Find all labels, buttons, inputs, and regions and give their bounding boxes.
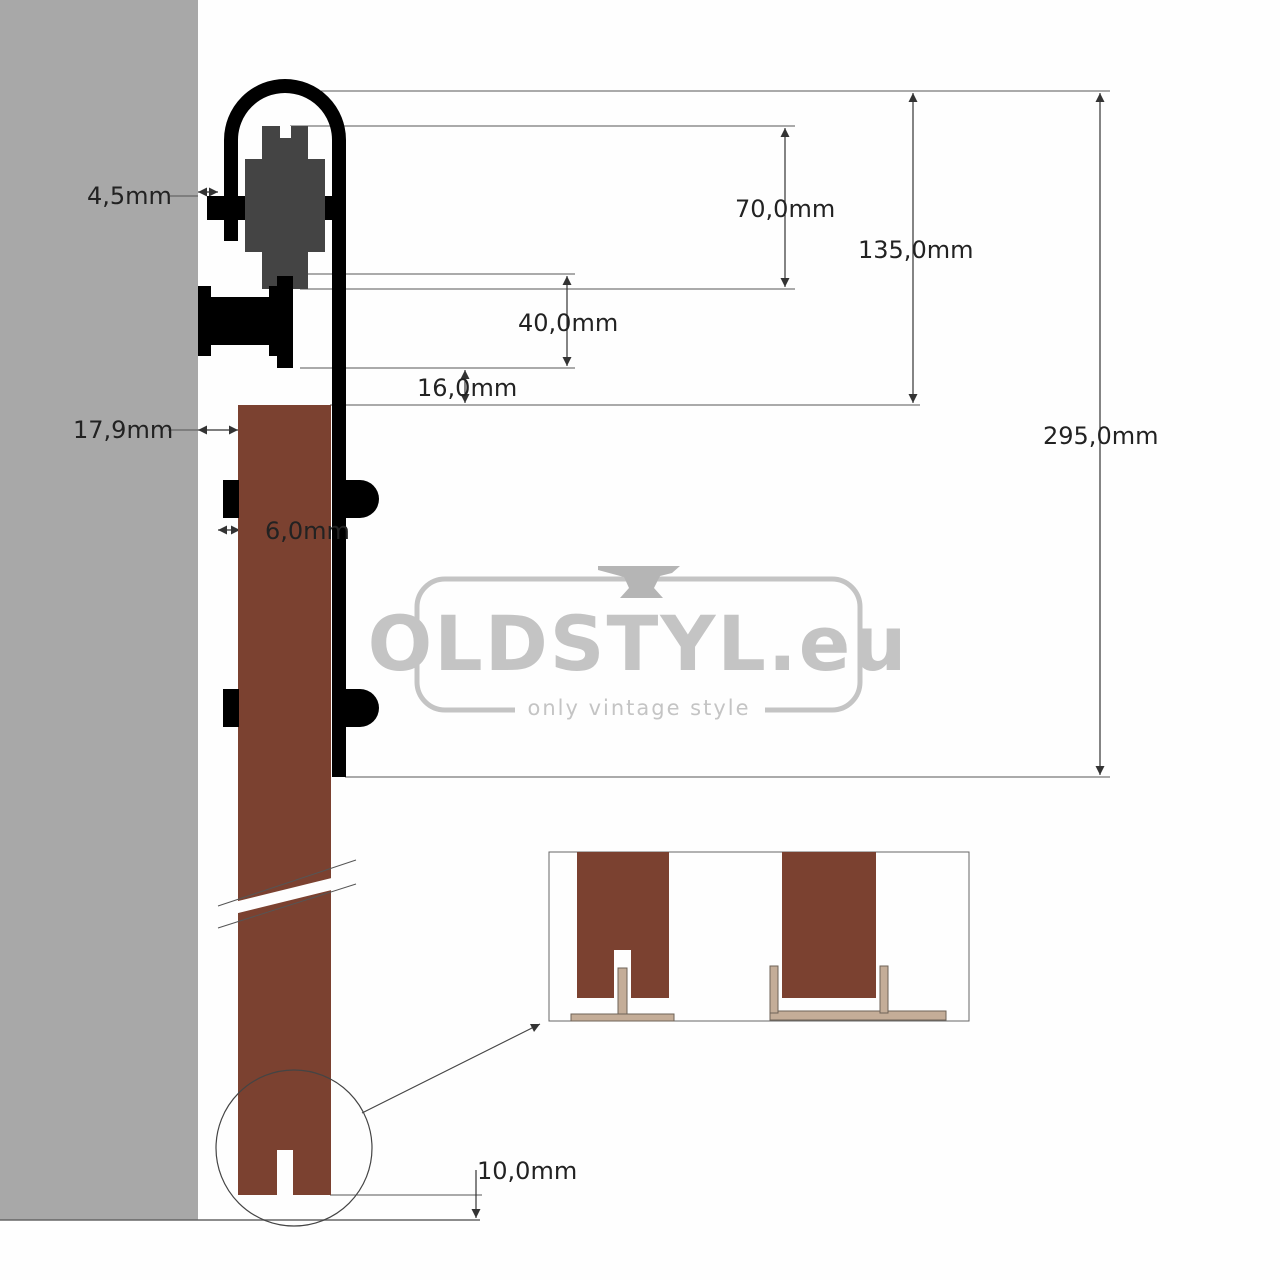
door-break-gap: [218, 872, 356, 918]
detail-circle: [215, 1069, 373, 1227]
spacer-cap: [269, 286, 281, 356]
spacer-body: [211, 297, 269, 345]
label-4-5: 4,5mm: [87, 182, 172, 210]
label-10: 10,0mm: [477, 1157, 577, 1185]
label-40: 40,0mm: [518, 309, 618, 337]
wheel-groove: [280, 126, 291, 138]
detail-callout: [215, 1023, 541, 1227]
hanger-hardware: [198, 79, 379, 777]
dimension-arrows: [198, 93, 1105, 1218]
logo-tagline-mask: [515, 695, 765, 721]
inset-door-left: [570, 852, 675, 1022]
spacer-plate: [198, 286, 211, 356]
label-17-9: 17,9mm: [73, 416, 173, 444]
door-bottom-groove: [277, 1150, 293, 1196]
detail-inset: [548, 851, 970, 1022]
label-295: 295,0mm: [1043, 422, 1158, 450]
label-16: 16,0mm: [417, 374, 517, 402]
inset-door-right: [769, 852, 947, 1021]
logo-name: OLDSTYL.eu: [368, 599, 909, 688]
door-panel: [217, 405, 357, 1196]
extension-lines: [168, 90, 1110, 1196]
wall: [0, 0, 198, 1220]
bolt-upper-back: [223, 480, 239, 518]
inset-guide-t-left: [617, 967, 628, 1016]
label-70: 70,0mm: [735, 195, 835, 223]
logo-tagline: only vintage style: [527, 696, 750, 720]
bolt-lower-head: [345, 689, 379, 727]
label-135: 135,0mm: [858, 236, 973, 264]
dimension-labels: 4,5mm 70,0mm 135,0mm 40,0mm 16,0mm 295,0…: [73, 182, 1158, 1185]
wheel-core: [262, 126, 308, 289]
label-6: 6,0mm: [265, 517, 350, 545]
hanger-strap: [224, 79, 346, 777]
bolt-lower-back: [223, 689, 239, 727]
logo-watermark: OLDSTYL.eu only vintage style: [368, 566, 909, 721]
detail-leader: [361, 1023, 541, 1114]
anvil-icon: [598, 566, 680, 598]
bolt-upper-head: [345, 480, 379, 518]
